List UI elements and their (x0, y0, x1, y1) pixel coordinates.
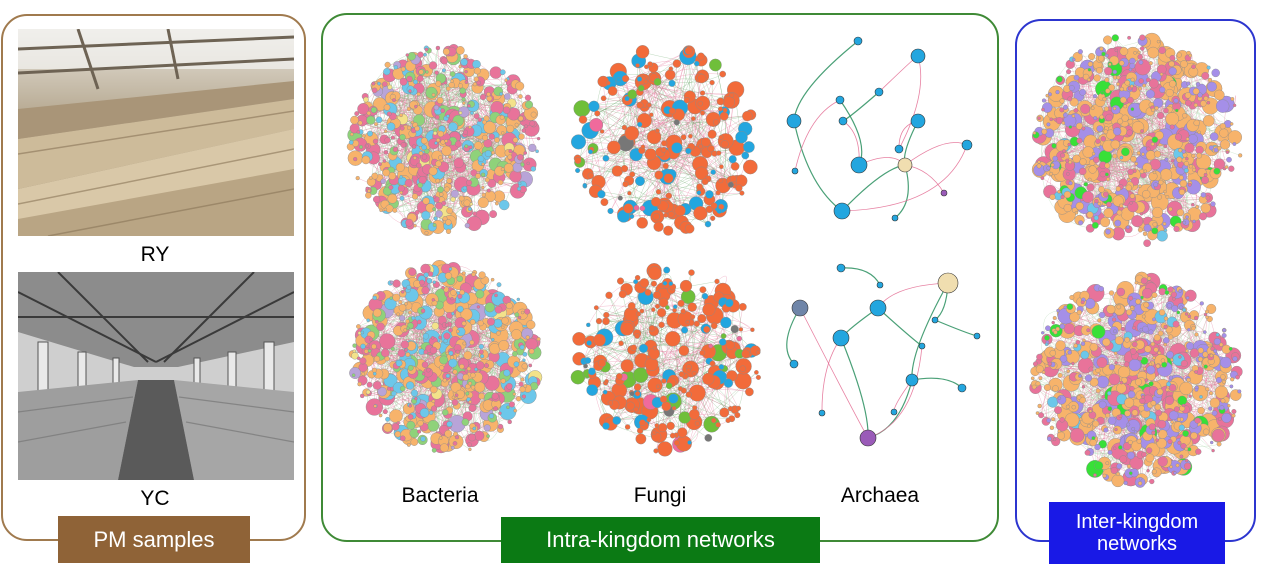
network-nodes (789, 263, 981, 447)
network-nodes (1031, 32, 1243, 247)
bacteria-label: Bacteria (401, 484, 479, 507)
network-nodes (786, 36, 973, 222)
inter-kingdom-banner-line-2: networks (1096, 533, 1178, 555)
archaea-network-ry (782, 36, 982, 240)
network-edges (793, 40, 968, 219)
fungi-network-yc (566, 258, 766, 458)
network-nodes (348, 259, 543, 454)
inter-kingdom-banner-line-1: Inter-kingdom (1075, 511, 1199, 533)
inter-kingdom-network-ry (1025, 26, 1247, 254)
ry-label: RY (140, 243, 170, 266)
bacteria-network-ry (344, 40, 544, 240)
fungi-network-ry (566, 40, 766, 240)
archaea-label: Archaea (840, 484, 920, 507)
bacteria-network-yc (346, 258, 546, 458)
fungi-label: Fungi (633, 484, 687, 507)
inter-kingdom-network-yc (1025, 266, 1247, 494)
network-nodes (346, 44, 541, 236)
yc-label: YC (140, 487, 170, 510)
network-nodes (570, 45, 758, 236)
network-nodes (570, 263, 761, 457)
network-edges (786, 267, 978, 439)
network-nodes (1029, 271, 1243, 488)
archaea-network-yc (782, 258, 982, 458)
intra-kingdom-banner: Intra-kingdom networks (501, 517, 820, 563)
inter-kingdom-banner: Inter-kingdom networks (1049, 502, 1225, 564)
ry-workshop-photo (18, 29, 294, 236)
yc-workshop-photo (18, 272, 294, 480)
pm-samples-banner: PM samples (58, 516, 250, 563)
